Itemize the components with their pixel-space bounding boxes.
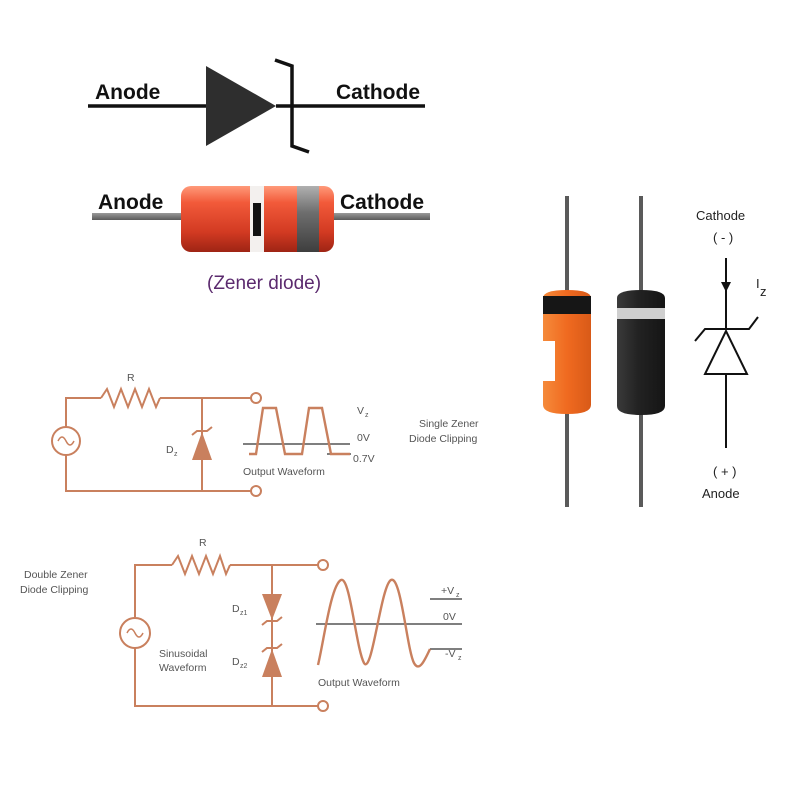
zener-subscript: z (174, 451, 178, 458)
cathode-sign: ( - ) (713, 230, 733, 245)
pos-volt-subscript: z (456, 592, 460, 599)
orange-notch (543, 341, 555, 381)
output-terminal-bottom (317, 700, 329, 712)
resistor (100, 386, 161, 410)
double-title-line2: Diode Clipping (20, 584, 88, 596)
zener-symbol-right: Cathode ( - ) I z ( + ) Anode (694, 208, 767, 501)
anode-label: Anode (702, 486, 740, 501)
wire-bottom (134, 648, 318, 707)
wire-top (134, 564, 172, 617)
zener-label: D (166, 444, 174, 456)
black-body (617, 290, 665, 415)
zero-volt-label: 0V (357, 432, 370, 444)
zener1-triangle (262, 594, 282, 620)
vz-label: V (357, 405, 364, 417)
zener2-label: D (232, 656, 240, 668)
diode-triangle (703, 328, 749, 375)
current-subscript: z (760, 284, 767, 299)
resistor-label: R (199, 537, 207, 549)
output-waveform-label: Output Waveform (318, 677, 400, 689)
lead-left (92, 213, 192, 220)
resistor (171, 553, 231, 577)
zener2-bar (261, 643, 283, 653)
single-title-line1: Single Zener (419, 418, 479, 430)
ac-source-wave (126, 628, 144, 638)
zener1-bar (261, 616, 283, 626)
double-title-line1: Double Zener (24, 569, 88, 581)
output-waveform-label: Output Waveform (243, 466, 325, 478)
vz-subscript: z (365, 412, 369, 419)
cathode-label: Cathode (696, 208, 745, 223)
resistor-label: R (127, 372, 135, 384)
zener-bar (191, 426, 213, 436)
output-terminal-top (317, 559, 329, 571)
source-label-line1: Sinusoidal (159, 648, 207, 660)
zero-volt-label: 0V (443, 611, 456, 623)
zener2-subscript: z2 (240, 663, 248, 670)
current-arrow (721, 282, 731, 292)
zener-triangle (192, 432, 212, 460)
package-caption: (Zener diode) (207, 273, 321, 294)
zener-symbol-top: Anode Cathode (88, 58, 425, 154)
wire-top (65, 397, 101, 427)
cathode-label: Cathode (336, 81, 420, 104)
current-label: I (756, 276, 760, 291)
cathode-label: Cathode (340, 191, 424, 214)
double-zener-clipping-circuit: R D z1 D z2 Sinusoidal Waveform +V z 0V … (20, 537, 462, 712)
ac-source-wave (57, 436, 75, 446)
silver-band (617, 308, 665, 319)
anode-label: Anode (95, 81, 160, 104)
grey-band (297, 186, 319, 252)
anode-label: Anode (98, 191, 163, 214)
orange-body (543, 290, 591, 414)
zener1-label: D (232, 603, 240, 615)
neg-volt-label: -V (445, 648, 456, 660)
orange-band (543, 296, 591, 314)
neg-volt-subscript: z (458, 655, 462, 662)
zener1-subscript: z1 (240, 610, 248, 617)
clipped-sine-waveform (316, 578, 432, 668)
source-label-line2: Waveform (159, 662, 207, 674)
pos-volt-label: +V (441, 585, 454, 597)
output-terminal-top (250, 392, 262, 404)
anode-sign: ( + ) (713, 464, 736, 479)
single-title-line2: Diode Clipping (409, 433, 477, 445)
lead-right (326, 213, 430, 220)
diode-triangle (206, 66, 276, 146)
single-zener-clipping-circuit: R D z V z 0V 0.7V Output Waveform Single… (51, 372, 479, 497)
zener-package-red: Anode Cathode (Zener diode) (92, 186, 430, 294)
neg-volt-label: 0.7V (353, 453, 375, 465)
wire-bottom (65, 455, 251, 492)
zener-bar (694, 316, 759, 342)
clipped-waveform (249, 406, 350, 456)
black-diode (617, 196, 665, 507)
output-terminal-bottom (250, 485, 262, 497)
black-band (253, 203, 261, 236)
orange-diode (543, 196, 591, 507)
zener2-triangle (262, 649, 282, 677)
